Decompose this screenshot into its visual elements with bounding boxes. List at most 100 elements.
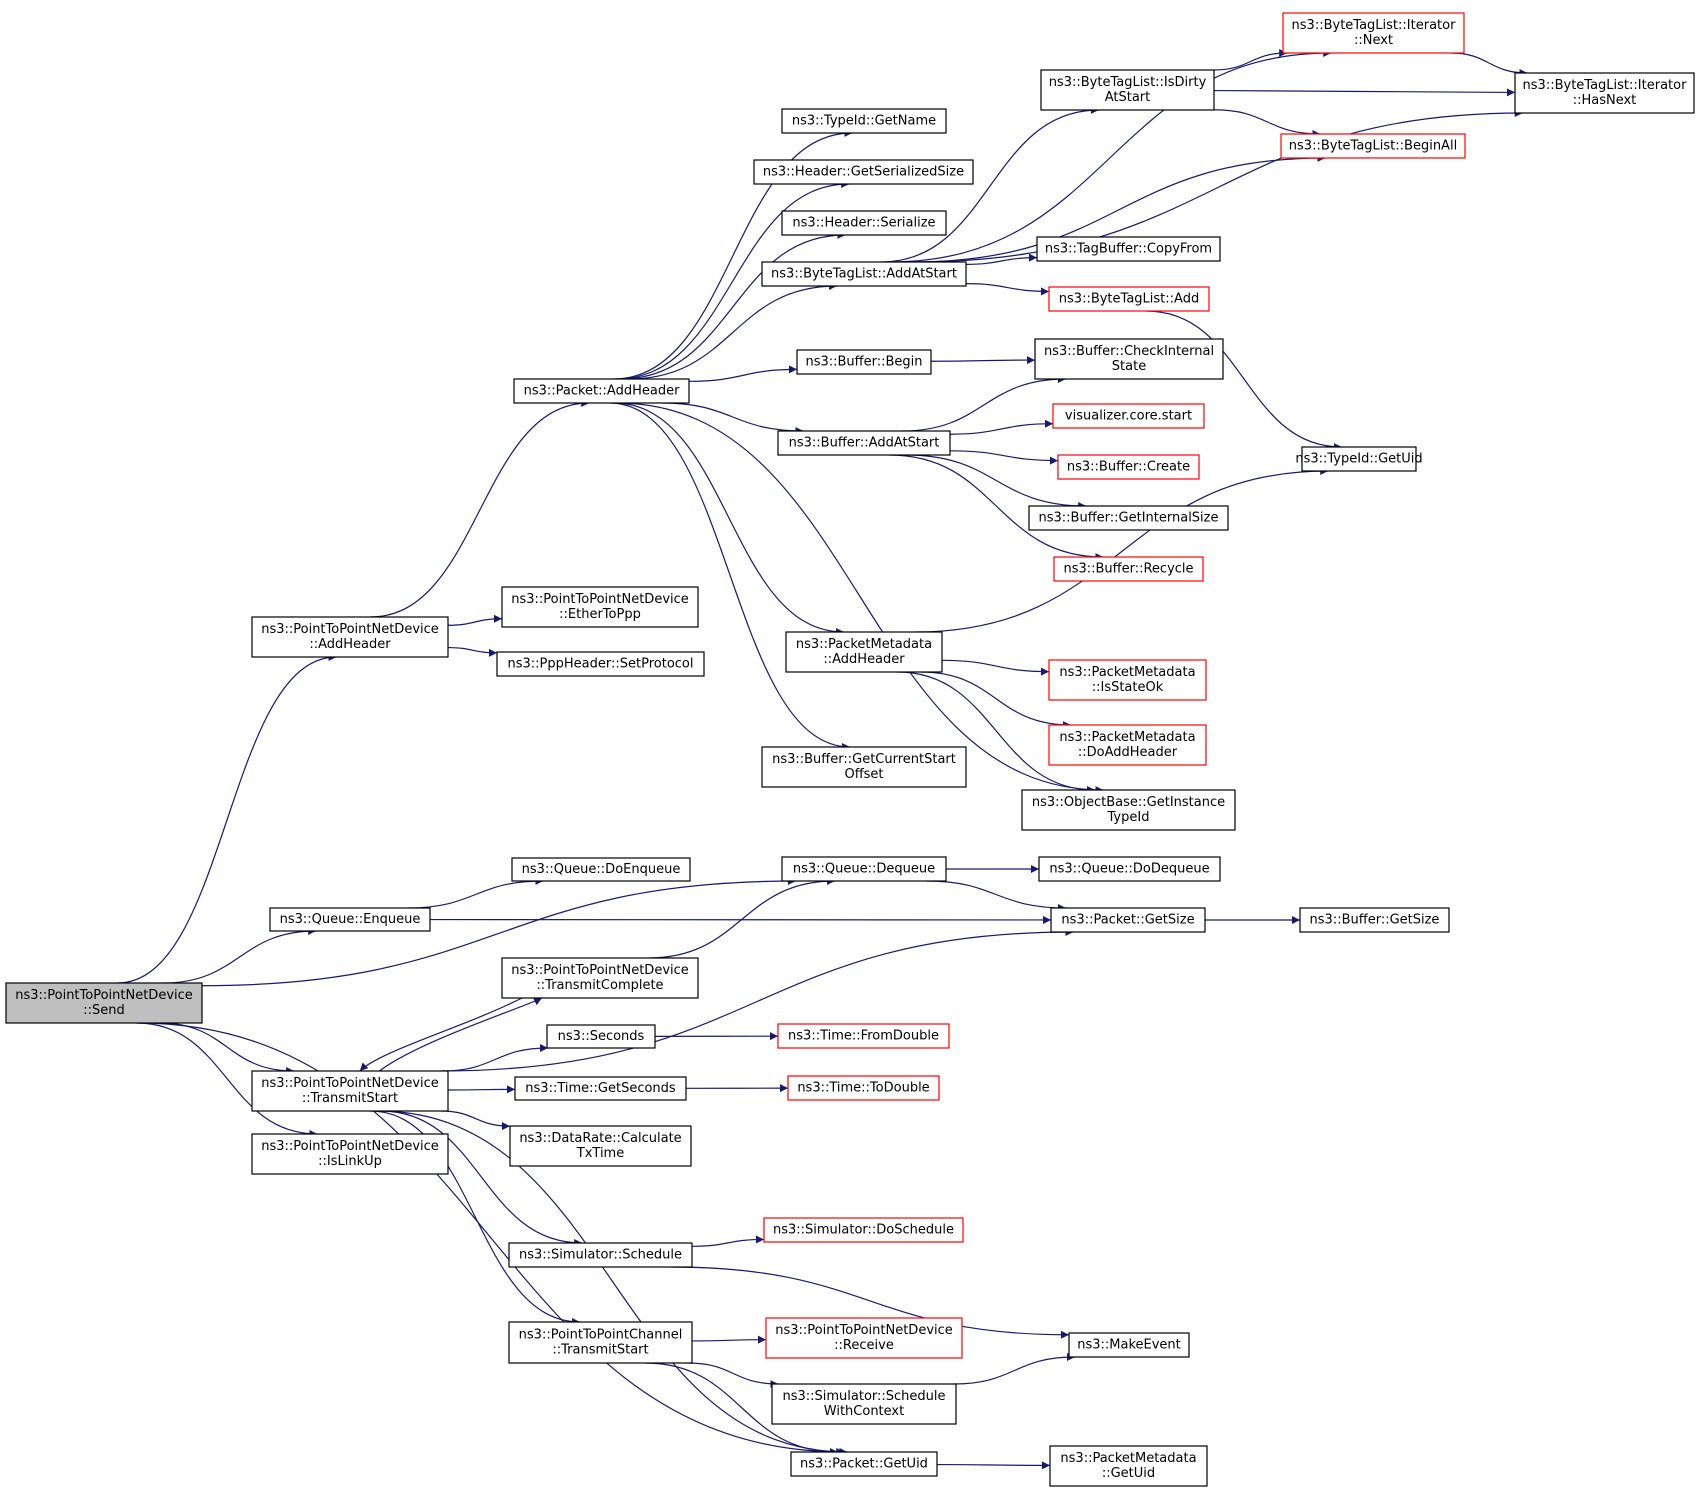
- node-box[interactable]: [269, 907, 431, 932]
- node-box[interactable]: [508, 1321, 693, 1364]
- node-p2p-islinkup[interactable]: ns3::PointToPointNetDevice::IsLinkUp: [251, 1133, 449, 1175]
- node-box[interactable]: [1282, 12, 1465, 54]
- node-buffer-getinternalsize[interactable]: ns3::Buffer::GetInternalSize: [1028, 505, 1229, 531]
- node-box[interactable]: [1021, 789, 1236, 831]
- node-box[interactable]: [771, 1383, 957, 1425]
- node-box[interactable]: [761, 261, 967, 287]
- node-box[interactable]: [1038, 856, 1221, 882]
- node-btl-iter-hasnext[interactable]: ns3::ByteTagList::Iterator::HasNext: [1514, 72, 1695, 114]
- node-box[interactable]: [5, 982, 203, 1024]
- node-buffer-create[interactable]: ns3::Buffer::Create: [1057, 454, 1200, 480]
- node-tagbuffer-copyfrom[interactable]: ns3::TagBuffer::CopyFrom: [1036, 236, 1221, 262]
- node-ppp-setprotocol[interactable]: ns3::PppHeader::SetProtocol: [496, 651, 705, 677]
- node-box[interactable]: [777, 1023, 950, 1049]
- node-box[interactable]: [1048, 286, 1210, 312]
- node-makeevent[interactable]: ns3::MakeEvent: [1068, 1332, 1190, 1358]
- node-seconds[interactable]: ns3::Seconds: [546, 1024, 656, 1049]
- node-sim-schedule[interactable]: ns3::Simulator::Schedule: [508, 1242, 693, 1268]
- node-time-fromdouble[interactable]: ns3::Time::FromDouble: [777, 1023, 950, 1049]
- node-btl-beginall[interactable]: ns3::ByteTagList::BeginAll: [1280, 133, 1466, 159]
- node-box[interactable]: [781, 856, 947, 882]
- node-p2pchannel-transmitstart[interactable]: ns3::PointToPointChannel::TransmitStart: [508, 1321, 693, 1364]
- node-queue-enqueue[interactable]: ns3::Queue::Enqueue: [269, 907, 431, 932]
- node-box[interactable]: [1068, 1332, 1190, 1358]
- node-time-todouble[interactable]: ns3::Time::ToDouble: [787, 1075, 940, 1101]
- node-time-getseconds[interactable]: ns3::Time::GetSeconds: [514, 1076, 687, 1101]
- node-box[interactable]: [251, 1133, 449, 1175]
- node-box[interactable]: [1301, 446, 1417, 472]
- node-box[interactable]: [777, 430, 951, 456]
- node-box[interactable]: [546, 1024, 656, 1049]
- node-box[interactable]: [785, 631, 943, 673]
- node-box[interactable]: [787, 1075, 940, 1101]
- node-box[interactable]: [251, 1070, 449, 1112]
- node-visualizer-start[interactable]: visualizer.core.start: [1052, 403, 1205, 429]
- node-queue-dodequeue[interactable]: ns3::Queue::DoDequeue: [1038, 856, 1221, 882]
- node-bytetaglist-addatstart[interactable]: ns3::ByteTagList::AddAtStart: [761, 261, 967, 287]
- node-queue-dequeue[interactable]: ns3::Queue::Dequeue: [781, 856, 947, 882]
- node-p2p-receive[interactable]: ns3::PointToPointNetDevice::Receive: [765, 1317, 963, 1359]
- node-box[interactable]: [781, 108, 947, 134]
- node-box[interactable]: [1053, 556, 1204, 582]
- node-box[interactable]: [501, 586, 699, 628]
- node-queue-doenqueue[interactable]: ns3::Queue::DoEnqueue: [511, 857, 691, 882]
- node-btl-iter-next[interactable]: ns3::ByteTagList::Iterator::Next: [1282, 12, 1465, 54]
- node-box[interactable]: [1034, 338, 1224, 380]
- node-box[interactable]: [508, 1242, 693, 1268]
- node-send[interactable]: ns3::PointToPointNetDevice::Send: [5, 982, 203, 1024]
- node-box[interactable]: [796, 349, 932, 375]
- node-box[interactable]: [1514, 72, 1695, 114]
- node-packet-getuid[interactable]: ns3::Packet::GetUid: [790, 1451, 938, 1477]
- node-buffer-addatstart[interactable]: ns3::Buffer::AddAtStart: [777, 430, 951, 456]
- node-buffer-begin[interactable]: ns3::Buffer::Begin: [796, 349, 932, 375]
- node-box[interactable]: [509, 1125, 692, 1167]
- node-box[interactable]: [1040, 69, 1215, 111]
- node-box[interactable]: [501, 957, 699, 999]
- node-box[interactable]: [763, 1217, 964, 1243]
- node-typeid-getuid[interactable]: ns3::TypeId::GetUid: [1295, 446, 1423, 472]
- node-pktmeta-doaddheader[interactable]: ns3::PacketMetadata::DoAddHeader: [1048, 724, 1207, 766]
- node-box[interactable]: [511, 857, 691, 882]
- node-box[interactable]: [1036, 236, 1221, 262]
- node-box[interactable]: [790, 1451, 938, 1477]
- node-box[interactable]: [1048, 724, 1207, 766]
- node-header-getserializedsize[interactable]: ns3::Header::GetSerializedSize: [753, 159, 974, 185]
- node-packet-getsize[interactable]: ns3::Packet::GetSize: [1050, 907, 1206, 933]
- node-box[interactable]: [1049, 1445, 1208, 1487]
- node-box[interactable]: [513, 378, 690, 404]
- node-sim-doschedule[interactable]: ns3::Simulator::DoSchedule: [763, 1217, 964, 1243]
- node-p2p-transmitstart[interactable]: ns3::PointToPointNetDevice::TransmitStar…: [251, 1070, 449, 1112]
- node-pktmeta-isstateok[interactable]: ns3::PacketMetadata::IsStateOk: [1048, 659, 1207, 701]
- node-typeid-getname[interactable]: ns3::TypeId::GetName: [781, 108, 947, 134]
- node-packet-addheader[interactable]: ns3::Packet::AddHeader: [513, 378, 690, 404]
- node-box[interactable]: [1050, 907, 1206, 933]
- node-pktmeta-getuid[interactable]: ns3::PacketMetadata::GetUid: [1049, 1445, 1208, 1487]
- node-btl-add[interactable]: ns3::ByteTagList::Add: [1048, 286, 1210, 312]
- node-ethertoppp[interactable]: ns3::PointToPointNetDevice::EtherToPpp: [501, 586, 699, 628]
- node-box[interactable]: [496, 651, 705, 677]
- node-buffer-recycle[interactable]: ns3::Buffer::Recycle: [1053, 556, 1204, 582]
- node-box[interactable]: [781, 210, 947, 236]
- node-box[interactable]: [753, 159, 974, 185]
- node-box[interactable]: [1052, 403, 1205, 429]
- node-box[interactable]: [1299, 907, 1450, 933]
- node-pktmeta-addheader[interactable]: ns3::PacketMetadata::AddHeader: [785, 631, 943, 673]
- node-p2p-transmitcomplete[interactable]: ns3::PointToPointNetDevice::TransmitComp…: [501, 957, 699, 999]
- node-buffer-getsize[interactable]: ns3::Buffer::GetSize: [1299, 907, 1450, 933]
- node-box[interactable]: [251, 616, 449, 658]
- node-box[interactable]: [1280, 133, 1466, 159]
- node-box[interactable]: [765, 1317, 963, 1359]
- node-box[interactable]: [514, 1076, 687, 1101]
- node-p2p-addheader[interactable]: ns3::PointToPointNetDevice::AddHeader: [251, 616, 449, 658]
- node-box[interactable]: [1048, 659, 1207, 701]
- node-box[interactable]: [1028, 505, 1229, 531]
- node-box[interactable]: [1057, 454, 1200, 480]
- node-box[interactable]: [761, 746, 967, 788]
- node-header-serialize[interactable]: ns3::Header::Serialize: [781, 210, 947, 236]
